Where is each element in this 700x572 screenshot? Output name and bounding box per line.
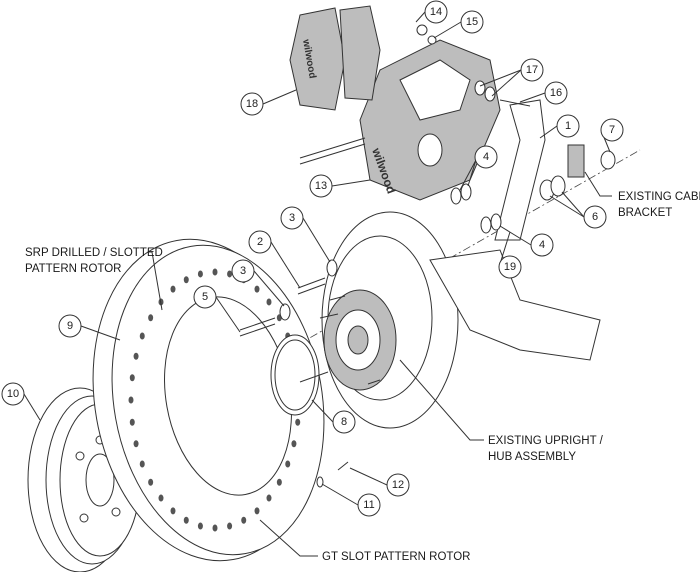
drill-hole (212, 268, 218, 276)
callout-13: 13 (309, 174, 333, 198)
callout-5: 5 (193, 285, 217, 309)
drill-hole (291, 440, 297, 448)
fasteners (239, 24, 616, 488)
callout-14: 14 (424, 0, 448, 24)
callout-11: 11 (357, 493, 381, 517)
callout-9: 9 (58, 314, 82, 338)
callout-8: 8 (332, 410, 356, 434)
callout-number: 9 (67, 320, 73, 332)
callout-12: 12 (386, 473, 410, 497)
callout-number: 12 (392, 479, 404, 491)
drill-hole (148, 478, 154, 486)
callout-3: 3 (280, 206, 304, 230)
callout-number: 13 (315, 180, 327, 192)
drill-hole (197, 270, 203, 278)
caliper: wilwood (359, 39, 501, 201)
label-srp-rotor: SRP DRILLED / SLOTTED (25, 247, 163, 259)
callout-number: 1 (565, 120, 571, 132)
existing-upright-hub (299, 211, 601, 429)
callout-6: 6 (583, 205, 607, 229)
drill-hole (148, 314, 154, 322)
assembly-axis (59, 149, 641, 481)
svg-text:PATTERN ROTOR: PATTERN ROTOR (25, 263, 121, 275)
callout-16: 16 (544, 81, 568, 105)
callout-18: 18 (240, 92, 264, 116)
drill-hole (133, 352, 139, 360)
callout-10: 10 (1, 382, 25, 406)
callout-number: 7 (609, 124, 615, 136)
drill-hole (128, 396, 134, 404)
drill-hole (139, 332, 145, 340)
callout-number: 10 (7, 388, 19, 400)
callout-number: 8 (341, 416, 347, 428)
drill-hole (227, 522, 233, 530)
leader-lines (23, 11, 612, 557)
brake-pads: wilwood (289, 5, 381, 111)
callout-4: 4 (474, 145, 498, 169)
drill-hole (295, 418, 301, 426)
pad-retaining-pin (299, 137, 366, 159)
drill-hole (129, 418, 135, 426)
callout-7: 7 (600, 118, 624, 142)
callout-number: 15 (466, 16, 478, 28)
callout-number: 4 (539, 239, 545, 251)
callout-3: 3 (231, 259, 255, 283)
svg-text:HUB ASSEMBLY: HUB ASSEMBLY (488, 451, 576, 463)
drill-hole (158, 494, 164, 502)
label-existing-cable-bracket: EXISTING CABLE (618, 191, 700, 203)
label-gt-rotor: GT SLOT PATTERN ROTOR (322, 551, 470, 563)
callout-2: 2 (248, 230, 272, 254)
callout-number: 11 (363, 499, 374, 511)
drill-hole (133, 440, 139, 448)
callout-1: 1 (556, 114, 580, 138)
callout-number: 18 (246, 98, 258, 110)
callout-number: 3 (240, 265, 246, 277)
drill-hole (241, 516, 247, 524)
drill-hole (170, 285, 176, 293)
caliper-bracket (494, 99, 546, 241)
drill-hole (183, 516, 189, 524)
drill-hole (266, 494, 272, 502)
callout-number: 4 (483, 151, 489, 163)
drill-hole (254, 285, 260, 293)
drill-hole (285, 460, 291, 468)
drill-hole (170, 507, 176, 515)
drill-hole (227, 270, 233, 278)
drill-hole (129, 374, 135, 382)
drill-hole (276, 478, 282, 486)
drilled-slotted-rotor (92, 238, 325, 562)
callout-number: 6 (592, 211, 598, 223)
callout-4: 4 (530, 233, 554, 257)
drill-hole (197, 522, 203, 530)
cable-bracket (567, 144, 585, 178)
svg-text:BRACKET: BRACKET (618, 207, 672, 219)
callout-number: 2 (257, 236, 263, 248)
drill-hole (254, 507, 260, 515)
label-existing-upright: EXISTING UPRIGHT / (488, 435, 604, 447)
callout-number: 5 (202, 291, 208, 303)
callout-17: 17 (520, 58, 544, 82)
drill-hole (212, 524, 218, 532)
callout-number: 19 (504, 261, 516, 273)
callout-number: 16 (550, 87, 562, 99)
drill-hole (139, 460, 145, 468)
drill-hole (183, 276, 189, 284)
callout-15: 15 (460, 10, 484, 34)
callout-number: 17 (526, 64, 538, 76)
drill-hole (266, 298, 272, 306)
callout-number: 14 (430, 6, 442, 18)
callout-number: 3 (289, 212, 295, 224)
callout-19: 19 (498, 255, 522, 279)
